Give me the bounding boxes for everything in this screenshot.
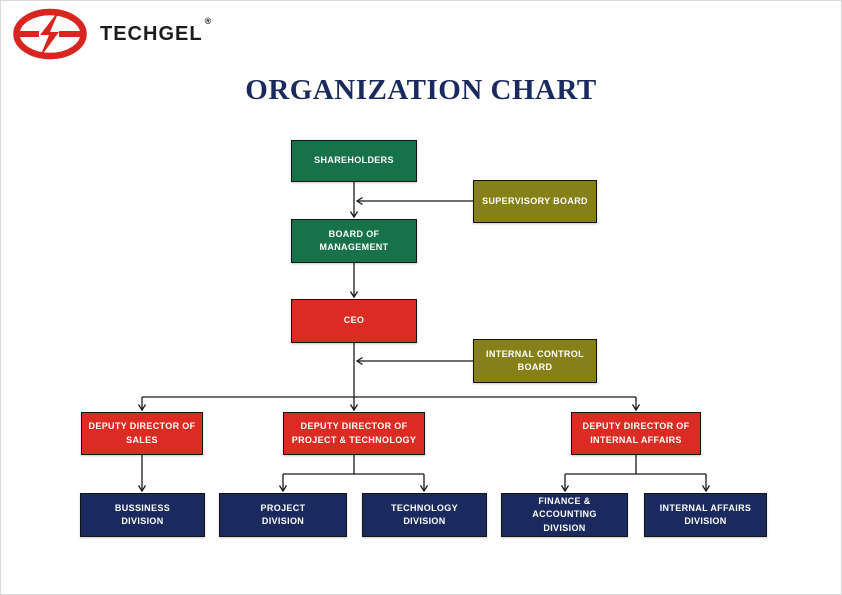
brand-name-text: TECHGEL [100, 22, 203, 45]
brand-header: TECHGEL® [12, 8, 211, 60]
node-bussiness-division: BUSSINESS DIVISION [80, 493, 205, 537]
node-supervisory-board: SUPERVISORY BOARD [473, 180, 597, 223]
node-internal-control-board: INTERNAL CONTROL BOARD [473, 339, 597, 383]
registered-mark: ® [204, 15, 212, 26]
page-title: ORGANIZATION CHART [245, 74, 597, 106]
node-deputy-director-internal-affairs: DEPUTY DIRECTOR OF INTERNAL AFFAIRS [571, 412, 701, 455]
node-shareholders: SHAREHOLDERS [291, 140, 417, 182]
node-ceo: CEO [291, 299, 417, 343]
node-finance-accounting-division: FINANCE & ACCOUNTING DIVISION [501, 493, 628, 537]
node-project-division: PROJECT DIVISION [219, 493, 347, 537]
node-deputy-director-project-technology: DEPUTY DIRECTOR OF PROJECT & TECHNOLOGY [283, 412, 425, 455]
node-deputy-director-sales: DEPUTY DIRECTOR OF SALES [81, 412, 203, 455]
node-technology-division: TECHNOLOGY DIVISION [362, 493, 487, 537]
node-internal-affairs-division: INTERNAL AFFAIRS DIVISION [644, 493, 767, 537]
brand-name: TECHGEL® [100, 16, 211, 46]
techgel-logo-icon [13, 8, 87, 60]
node-board-of-management: BOARD OF MANAGEMENT [291, 219, 417, 263]
